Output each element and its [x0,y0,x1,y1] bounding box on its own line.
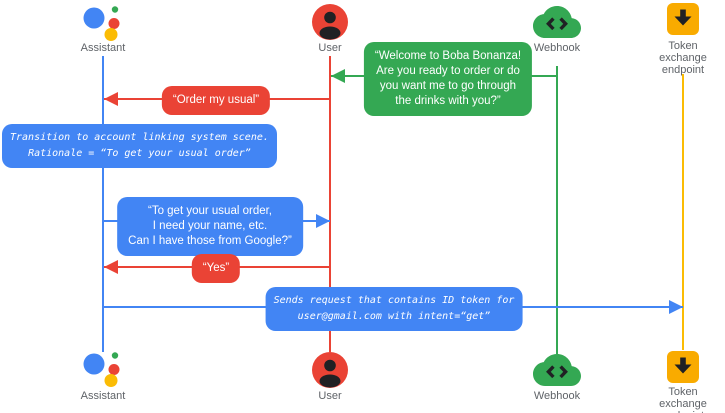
user-icon [312,4,348,40]
user-label-bottom: User [318,390,342,402]
token-endpoint-icon [667,351,699,383]
assistant-icon [83,352,120,387]
token-endpoint-lifeline [682,74,684,350]
user-label-top: User [318,42,342,54]
token-endpoint-icon [667,3,699,35]
webhook-icon [533,6,581,38]
welcome-message: “Welcome to Boba Bonanza! Are you ready … [363,42,533,116]
assistant-label-top: Assistant [80,42,126,54]
assistant-icon [83,6,120,41]
ask-arrowhead [316,214,330,228]
webhook-label-bottom: Webhook [533,390,581,402]
user-icon [312,352,348,388]
order-message: “Order my usual” [161,86,271,115]
order-arrowhead [104,92,118,106]
yes-arrowhead [104,260,118,274]
sends-arrowhead [669,300,683,314]
sends-message: Sends request that contains ID token for… [265,287,523,331]
assistant-label-bottom: Assistant [80,390,126,402]
assistant-lifeline [102,56,104,352]
transition-note: Transition to account linking system sce… [2,124,277,168]
ask-message: “To get your usual order, I need your na… [117,197,303,256]
welcome-arrowhead [331,69,345,83]
webhook-icon [533,354,581,386]
webhook-lifeline [556,66,558,354]
token-endpoint-label-top: Token exchange endpoint [659,40,707,76]
user-lifeline [329,56,331,352]
yes-message: “Yes” [191,254,241,283]
token-endpoint-label-bottom: Token exchange endpoint [659,386,707,413]
webhook-label-top: Webhook [533,42,581,54]
